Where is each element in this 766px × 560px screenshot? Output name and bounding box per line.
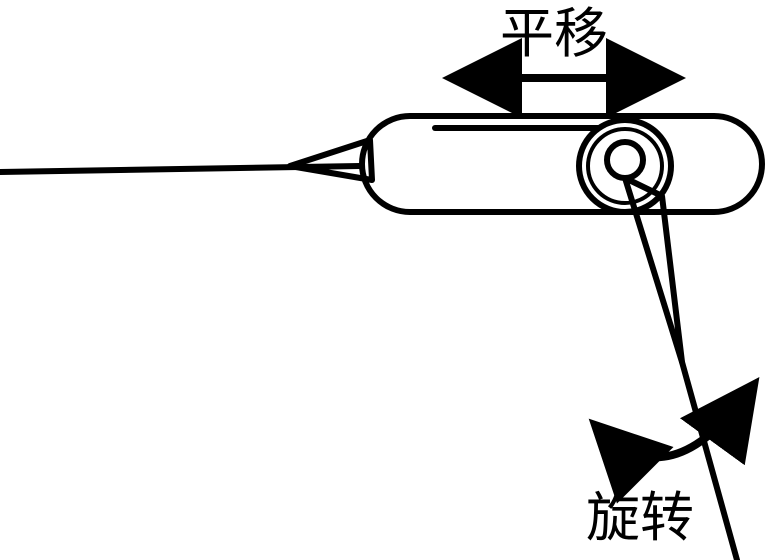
rotation-arrow bbox=[588, 377, 760, 504]
rotation-label: 旋转 bbox=[586, 486, 694, 549]
slider-body bbox=[359, 113, 765, 215]
translation-label: 平移 bbox=[500, 2, 608, 65]
bearing-pin bbox=[576, 117, 674, 215]
left-rod bbox=[0, 137, 375, 183]
